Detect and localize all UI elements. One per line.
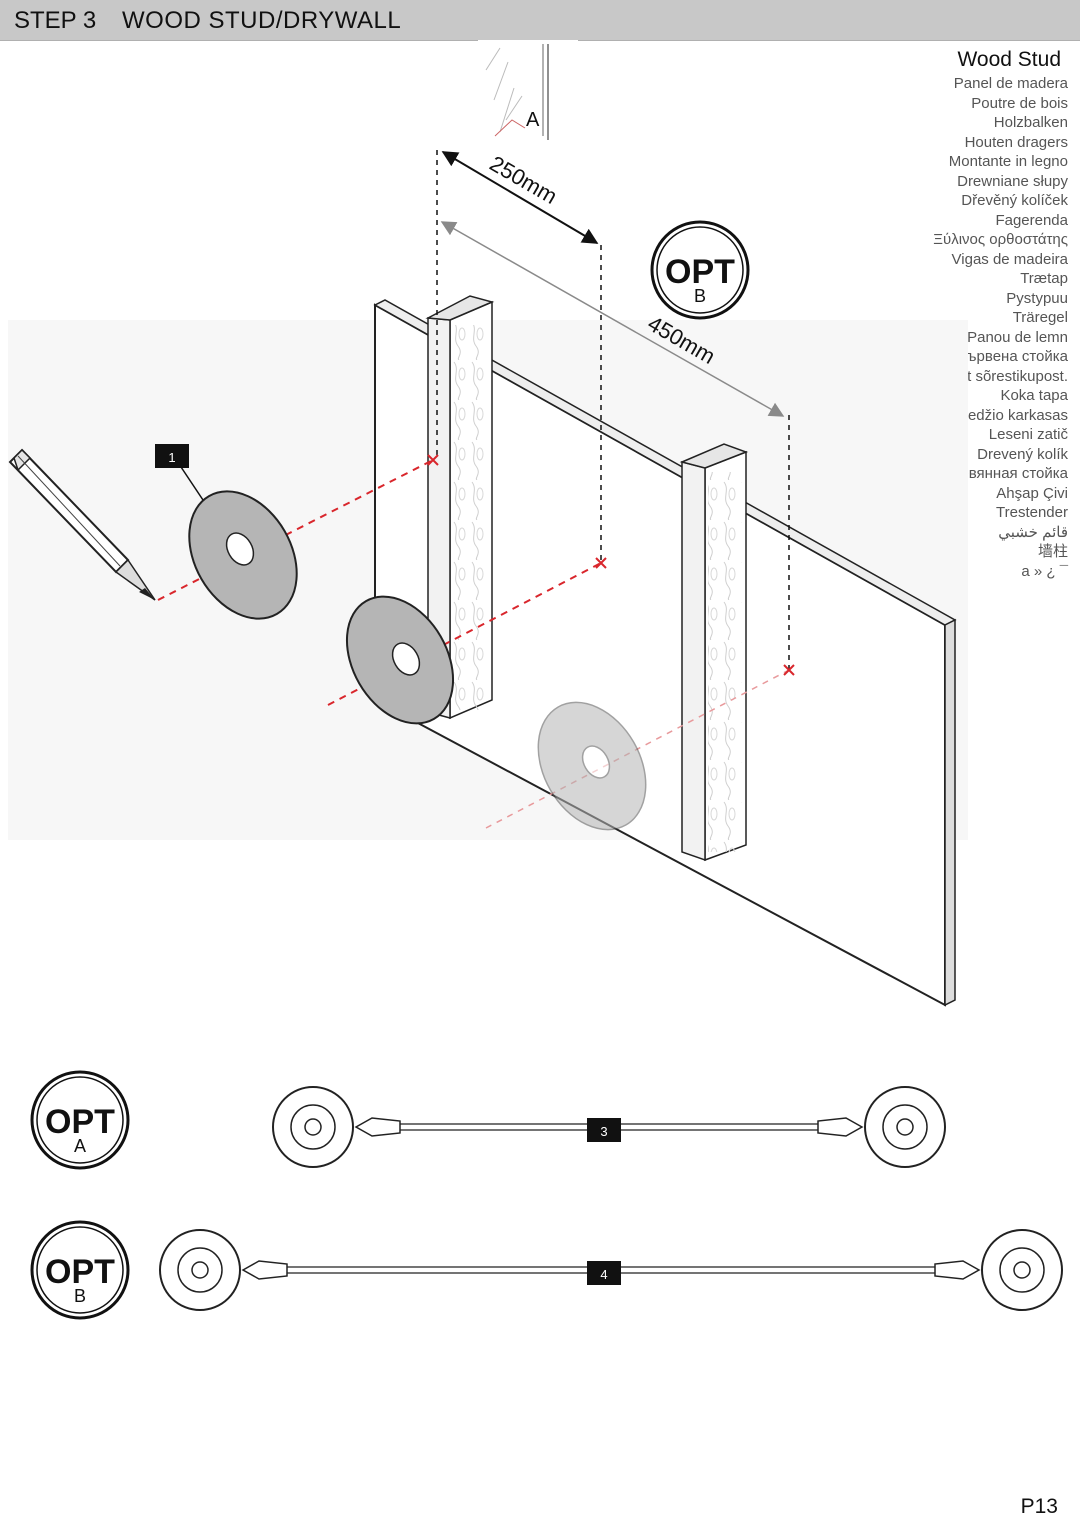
translation-item: 墙柱 [1037, 543, 1068, 560]
opt-b-word: OPT [665, 253, 735, 291]
translation-item: Ξύλινος ορθοστάτης [933, 231, 1068, 248]
page-number: P13 [1020, 1495, 1058, 1518]
option-b-word: OPT [45, 1253, 115, 1291]
translation-item: Leseni zatič [988, 426, 1068, 443]
tension-rod-short: 3 [272, 1086, 946, 1168]
option-b-badge: OPT B [30, 1220, 130, 1320]
option-a-sub: A [74, 1136, 86, 1156]
part-number-3: 3 [600, 1124, 607, 1139]
translation-item: Trætap [1020, 270, 1068, 287]
detail-label: A [526, 109, 540, 131]
opt-b-badge: OPT B [650, 220, 750, 320]
translation-item: Montante in legno [948, 153, 1068, 170]
translation-item: Panou de lemn [967, 328, 1068, 346]
translation-item: Poutre de bois [971, 94, 1068, 112]
step-number: STEP 3 [14, 7, 97, 34]
washer-2 [345, 595, 455, 725]
translation-item: قائم خشبي [998, 523, 1068, 541]
translation-item: Trestender [996, 504, 1068, 521]
step-title: WOOD STUD/DRYWALL [122, 7, 402, 34]
translation-item: Vigas de madeira [951, 250, 1068, 268]
translation-item: Pystypuu [1006, 289, 1068, 307]
drill-marks [427, 454, 795, 676]
callout-1-leader [180, 466, 204, 501]
translation-item: Ahşap Çivi [996, 484, 1068, 502]
option-b-sub: B [74, 1286, 86, 1306]
translation-item: Koka tapa [1000, 387, 1068, 404]
washer-1 [188, 490, 298, 620]
callout-1-badge [155, 444, 189, 468]
translation-item: Fagerenda [995, 211, 1068, 229]
tension-rod-long: 4 [159, 1229, 1063, 1311]
translation-item: Houten dragers [964, 133, 1068, 151]
translation-item: a » ¿ ¯ [1021, 562, 1068, 580]
part-number-4: 4 [600, 1267, 607, 1282]
detail-inset: A [478, 40, 578, 144]
option-a-badge: OPT A [30, 1070, 130, 1170]
dimension-450-arrow [440, 221, 785, 417]
step-header: STEP 3 WOOD STUD/DRYWALL [0, 0, 1080, 41]
translation-item: Drevený kolík [977, 445, 1068, 463]
pencil-icon [8, 448, 156, 601]
option-a-word: OPT [45, 1103, 115, 1141]
washer-3 [537, 701, 647, 831]
translation-item: Panel de madera [953, 75, 1068, 92]
translation-item: Holzbalken [993, 114, 1068, 131]
opt-b-sub: B [694, 286, 706, 306]
translation-item: Dřevěný kolíček [961, 192, 1068, 209]
translation-item: Drewniane słupy [957, 172, 1068, 190]
translation-item: Medžio karkasas [955, 406, 1068, 424]
wood-stud-right [679, 443, 749, 862]
translation-item: Дървена стойка [957, 348, 1068, 365]
translation-item: Träregel [1012, 309, 1068, 326]
callout-1-number: 1 [168, 450, 175, 465]
legend-heading: Wood Stud [957, 48, 1061, 71]
